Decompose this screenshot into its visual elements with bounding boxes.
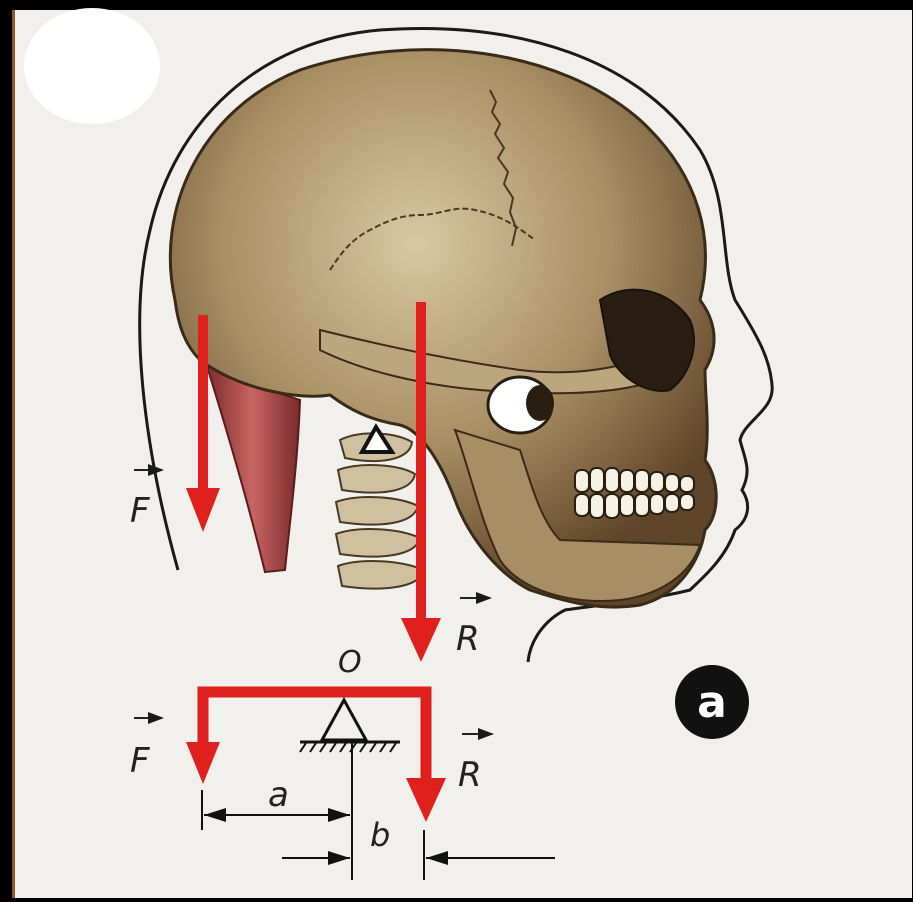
dim-b-right-arrow (426, 851, 448, 865)
label-pivot: O (338, 645, 362, 680)
lever-f-arrow-head (186, 742, 220, 784)
ear-canal (526, 385, 554, 421)
dim-a-right-arrow (328, 808, 350, 822)
figure-badge-label: a (697, 677, 727, 728)
label-force-r-top: R (456, 619, 480, 659)
lever-bar (203, 692, 426, 780)
dim-b-left-arrow (328, 851, 350, 865)
white-blotch (24, 8, 160, 124)
label-arm-b: b (370, 816, 390, 854)
dim-a-left-arrow (204, 808, 226, 822)
fulcrum-triangle (322, 700, 366, 740)
cervical-vertebrae (336, 433, 424, 588)
fulcrum-hatching (300, 743, 396, 752)
label-arm-a: a (268, 775, 289, 815)
label-force-f-top: F (130, 491, 150, 531)
force-f-arrow-head (186, 488, 220, 532)
label-force-f-bottom: F (130, 741, 150, 781)
label-force-r-bottom: R (458, 755, 482, 795)
force-r-arrow-head (401, 618, 441, 662)
lever-r-arrow-head (406, 778, 446, 822)
